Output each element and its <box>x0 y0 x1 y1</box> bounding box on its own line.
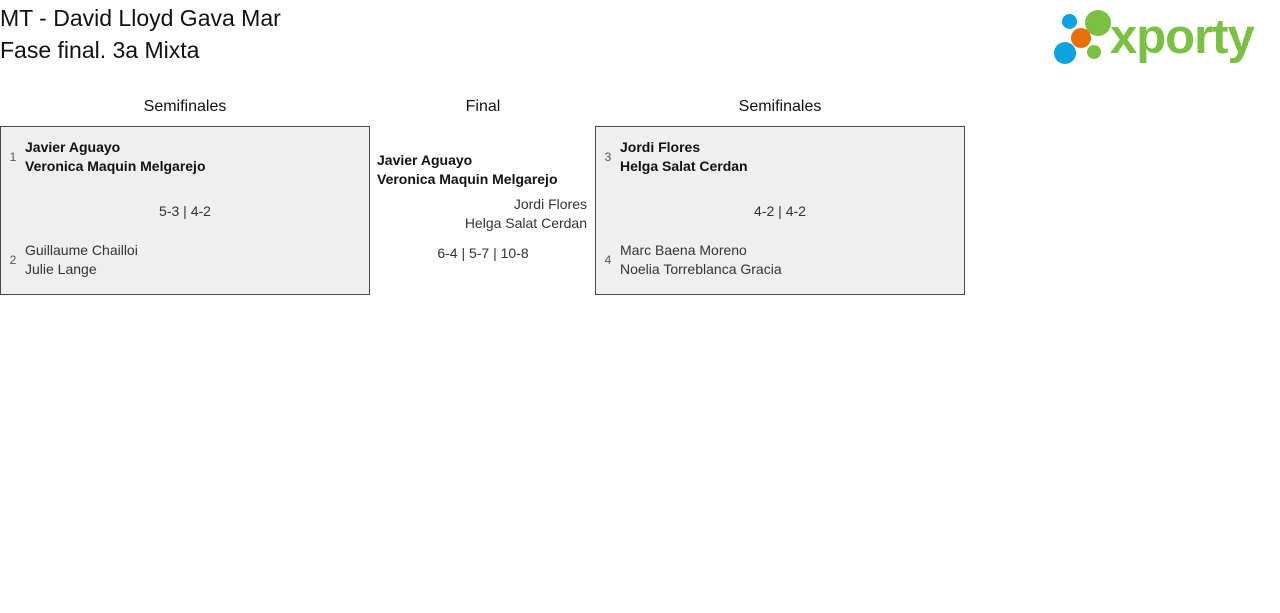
seed-number: 3 <box>604 150 612 164</box>
team-names: Marc Baena Moreno Noelia Torreblanca Gra… <box>620 241 782 279</box>
tournament-phase: Fase final. 3a Mixta <box>0 37 200 63</box>
seed-number: 4 <box>604 253 612 267</box>
player-name: Jordi Flores <box>620 139 701 155</box>
match-team-loser[interactable]: 4 Marc Baena Moreno Noelia Torreblanca G… <box>596 241 964 279</box>
page-title: MT - David Lloyd Gava Mar Fase final. 3a… <box>0 2 281 66</box>
player-name: Helga Salat Cerdan <box>620 158 748 174</box>
round-title-semifinals-left: Semifinales <box>143 98 227 115</box>
match-score: 6-4 | 5-7 | 10-8 <box>437 245 529 261</box>
logo-wordmark: xporty <box>1110 10 1255 64</box>
round-title-semifinals-right: Semifinales <box>738 98 822 115</box>
xporty-logo[interactable]: xporty <box>1044 6 1274 68</box>
player-name: Noelia Torreblanca Gracia <box>620 261 782 277</box>
page-header: MT - David Lloyd Gava Mar Fase final. 3a… <box>0 0 1280 88</box>
team-names: Javier Aguayo Veronica Maquin Melgarejo <box>25 138 206 176</box>
match-semifinal-left[interactable]: 1 Javier Aguayo Veronica Maquin Melgarej… <box>0 126 370 295</box>
player-name: Javier Aguayo <box>377 152 473 168</box>
tournament-name: MT - David Lloyd Gava Mar <box>0 5 281 31</box>
player-name: Guillaume Chailloi <box>25 242 138 258</box>
seed-number: 1 <box>9 150 17 164</box>
match-final[interactable]: Javier Aguayo Veronica Maquin Melgarejo … <box>370 126 596 295</box>
match-score: 4-2 | 4-2 <box>754 203 806 219</box>
match-score: 5-3 | 4-2 <box>159 203 211 219</box>
match-team-winner[interactable]: 1 Javier Aguayo Veronica Maquin Melgarej… <box>1 138 369 176</box>
seed-number: 2 <box>9 253 17 267</box>
final-team-loser[interactable]: Jordi Flores Helga Salat Cerdan <box>0 195 587 233</box>
logo-dots-icon <box>1052 8 1118 66</box>
team-names: Guillaume Chailloi Julie Lange <box>25 241 138 279</box>
player-name: Marc Baena Moreno <box>620 242 747 258</box>
player-name: Helga Salat Cerdan <box>464 215 587 231</box>
logo-dot-green-small <box>1087 45 1101 59</box>
logo-dot-blue-small <box>1062 14 1077 29</box>
player-name: Veronica Maquin Melgarejo <box>377 171 558 187</box>
player-name: Jordi Flores <box>513 196 587 212</box>
player-name: Javier Aguayo <box>25 139 121 155</box>
match-semifinal-right[interactable]: 3 Jordi Flores Helga Salat Cerdan 4-2 | … <box>595 126 965 295</box>
round-title-final: Final <box>465 98 501 115</box>
team-names: Jordi Flores Helga Salat Cerdan <box>620 138 748 176</box>
player-name: Julie Lange <box>25 261 97 277</box>
match-team-winner[interactable]: 3 Jordi Flores Helga Salat Cerdan <box>596 138 964 176</box>
match-team-loser[interactable]: 2 Guillaume Chailloi Julie Lange <box>1 241 369 279</box>
final-team-winner[interactable]: Javier Aguayo Veronica Maquin Melgarejo <box>377 151 558 189</box>
logo-dot-blue-large <box>1054 42 1076 64</box>
player-name: Veronica Maquin Melgarejo <box>25 158 206 174</box>
logo-dot-orange <box>1071 28 1091 48</box>
